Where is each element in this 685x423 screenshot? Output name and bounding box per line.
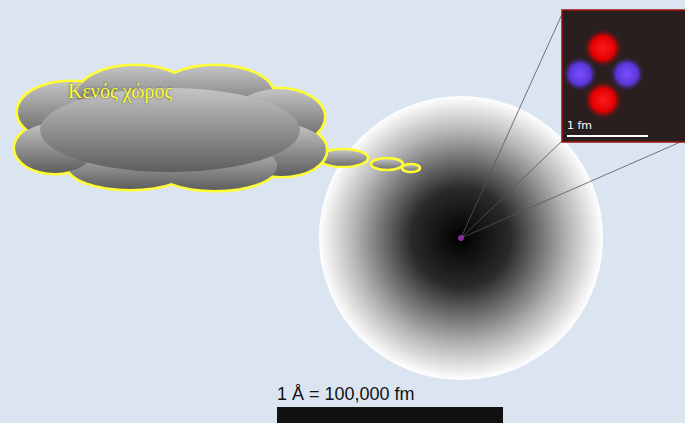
thought-bubbles bbox=[318, 149, 420, 172]
scale-bar-angstrom bbox=[277, 407, 503, 423]
nucleus-inset bbox=[562, 10, 685, 142]
nucleus-dot bbox=[458, 235, 464, 241]
nucleus bbox=[562, 28, 645, 120]
scale-label: 1 Å = 100,000 fm bbox=[277, 384, 415, 405]
electron-cloud bbox=[319, 96, 603, 380]
scale-label: 1 fm bbox=[567, 119, 592, 132]
cloud-bubble: Κενός χώρος bbox=[10, 62, 332, 190]
cloud-text: Κενός χώρος bbox=[68, 80, 172, 103]
scale-bar-fm bbox=[567, 135, 648, 137]
